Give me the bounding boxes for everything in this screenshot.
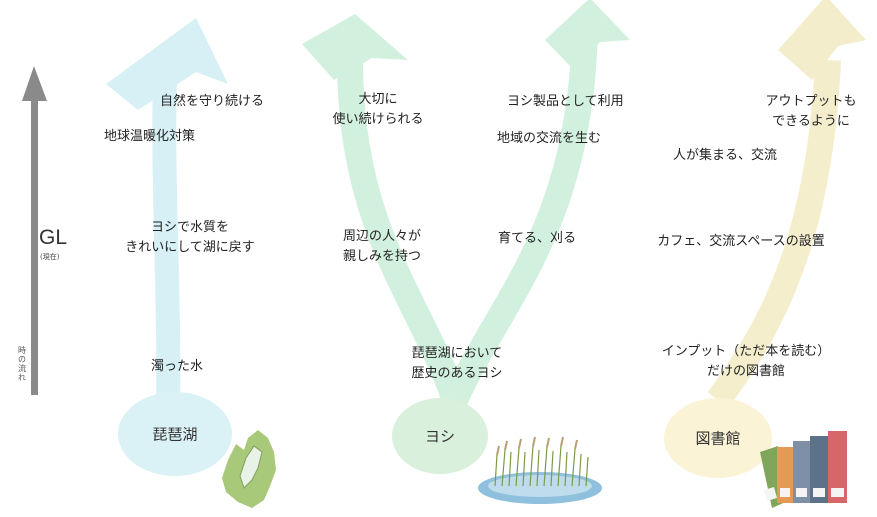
yoshi-right-goal1-text: ヨシ製品として利用 bbox=[507, 94, 624, 109]
library-arrow bbox=[707, 0, 866, 408]
yoshi-arrows bbox=[302, 0, 630, 406]
yoshi-past-text: 琵琶湖において 歴史のあるヨシ bbox=[411, 346, 503, 381]
yoshi-right-middle-text: 育てる、刈る bbox=[497, 231, 577, 246]
yoshi-blob bbox=[392, 398, 488, 474]
time-flow-label: 時 の 流 れ bbox=[18, 346, 26, 382]
yoshi-left-middle-text: 周辺の人々が 親しみを持つ bbox=[342, 229, 422, 264]
library-goal2-text: 人が集まる、交流 bbox=[672, 148, 778, 163]
library-past-text: インプット（ただ本を読む） だけの図書館 bbox=[661, 344, 831, 379]
lake-biwa-map-icon bbox=[222, 430, 276, 508]
biwako-goal1-text: 自然を守り続ける bbox=[160, 94, 265, 109]
yoshi-base-label: ヨシ bbox=[424, 427, 456, 446]
gl-sub-label: (現在) bbox=[40, 253, 60, 261]
biwako-past-text: 濁った水 bbox=[150, 359, 204, 374]
gl-label: GL bbox=[39, 226, 68, 249]
biwako-middle-text: ヨシで水質を きれいにして湖に戻す bbox=[125, 220, 255, 255]
yoshi-right-goal2-text: 地域の交流を生む bbox=[497, 131, 602, 146]
biwako-goal2-text: 地球温暖化対策 bbox=[104, 129, 196, 144]
biwako-blob bbox=[118, 392, 232, 476]
time-axis-arrow bbox=[22, 66, 47, 395]
books-icon bbox=[760, 431, 847, 508]
yoshi-left-goal-text: 大切に 使い続けられる bbox=[332, 92, 424, 127]
library-goal1-text: アウトプットも できるように bbox=[765, 94, 857, 129]
library-base-label: 図書館 bbox=[695, 429, 741, 448]
biwako-base-label: 琵琶湖 bbox=[152, 425, 198, 444]
library-blob bbox=[664, 398, 772, 478]
reed-marsh-icon bbox=[478, 436, 602, 504]
library-middle-text: カフェ、交流スペースの設置 bbox=[657, 234, 825, 249]
biwako-arrow bbox=[106, 18, 228, 411]
